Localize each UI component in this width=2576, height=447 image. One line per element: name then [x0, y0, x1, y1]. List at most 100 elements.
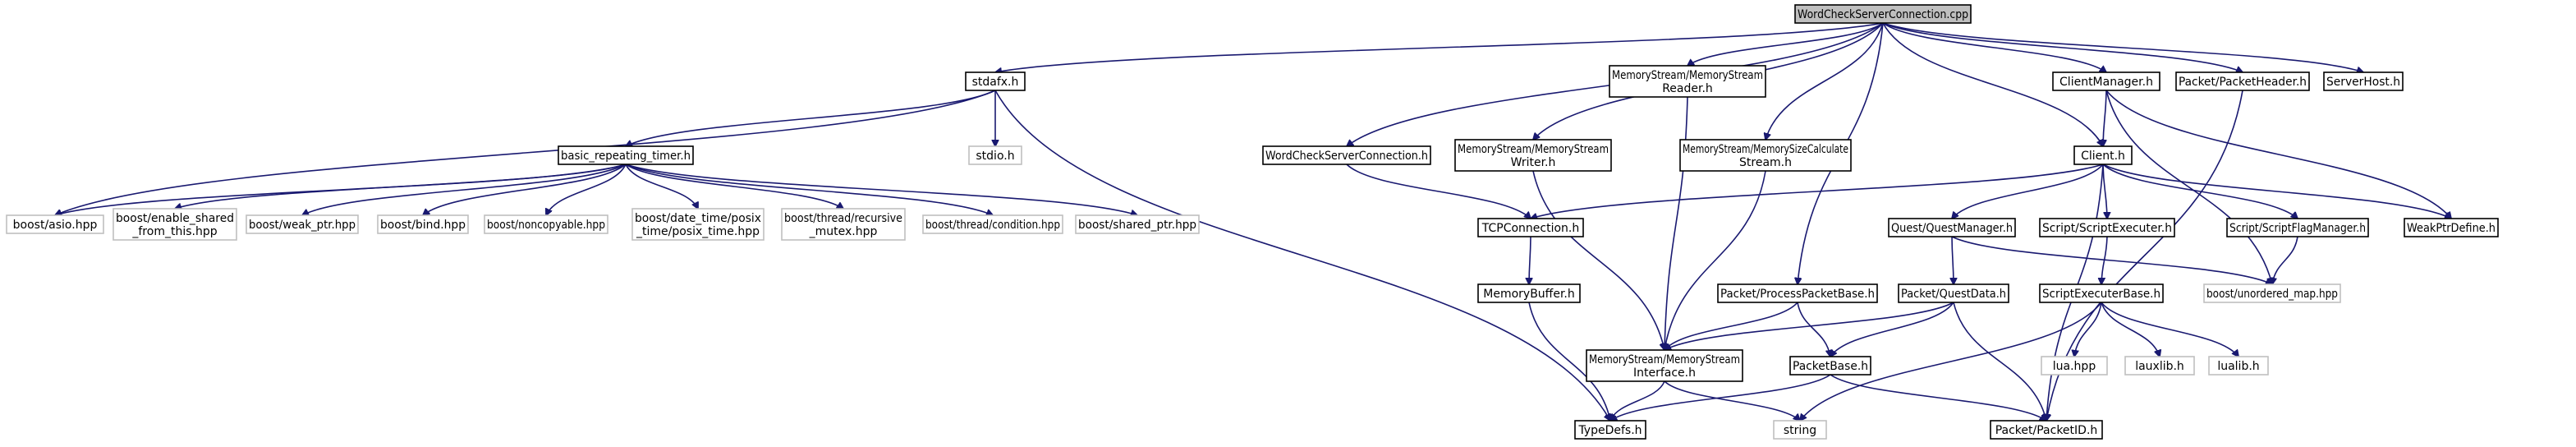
node-box-clientmgr[interactable]	[2052, 71, 2160, 91]
node-label-wcsc_h-0: WordCheckServerConnection.h	[1265, 150, 1428, 163]
edge-brt-to-bind	[423, 164, 627, 215]
node-label-ms_writer-1: Writer.h	[1511, 156, 1556, 169]
node-label-noncopy-0: boost/noncopyable.hpp	[487, 219, 605, 232]
node-label-condition-0: boost/thread/condition.hpp	[925, 219, 1060, 232]
node-procpkt[interactable]: Packet/ProcessPacketBase.h	[1717, 283, 1878, 303]
node-box-root[interactable]	[1794, 4, 1972, 24]
node-box-pktbase[interactable]	[1789, 356, 1871, 376]
node-box-pkthdr[interactable]	[2175, 71, 2310, 91]
node-weakptrdef[interactable]: WeakPtrDefine.h	[2404, 218, 2499, 237]
node-stdafx[interactable]: stdafx.h	[965, 71, 1026, 91]
node-label-root-0: WordCheckServerConnection.cpp	[1798, 8, 1968, 21]
edge-seb-to-lauxlib	[2101, 302, 2160, 357]
node-pkthdr[interactable]: Packet/PacketHeader.h	[2175, 71, 2310, 91]
node-label-ms_reader-0: MemoryStream/MemoryStream	[1612, 69, 1763, 82]
edge-root-to-client	[1882, 22, 2103, 146]
edge-root-to-serverhost	[1882, 22, 2363, 72]
node-box-brt[interactable]	[558, 145, 694, 165]
edge-clientmgr-to-weakptrdef	[2105, 90, 2451, 219]
edge-root-to-clientmgr	[1882, 22, 2106, 72]
node-root[interactable]: WordCheckServerConnection.cpp	[1794, 4, 1972, 24]
node-clientmgr[interactable]: ClientManager.h	[2052, 71, 2160, 91]
edge-clientmgr-to-unordered	[2105, 90, 2272, 284]
node-questmgr[interactable]: Quest/QuestManager.h	[1888, 218, 2016, 237]
node-bind: boost/bind.hpp	[377, 214, 469, 234]
node-tcpconn[interactable]: TCPConnection.h	[1477, 218, 1584, 237]
node-label-bind-0: boost/bind.hpp	[380, 219, 466, 232]
edge-root-to-pkthdr	[1882, 22, 2243, 72]
node-label-stdio-0: stdio.h	[976, 150, 1014, 163]
edge-root-to-stdafx	[995, 22, 1884, 72]
node-unordered: boost/unordered_map.hpp	[2203, 283, 2341, 303]
node-seb[interactable]: ScriptExecuterBase.h	[2039, 283, 2164, 303]
node-label-questmgr-0: Quest/QuestManager.h	[1891, 222, 2013, 235]
node-box-ptime	[631, 208, 765, 241]
node-box-bind	[377, 214, 469, 234]
node-condition: boost/thread/condition.hpp	[922, 214, 1063, 234]
node-box-tcpconn[interactable]	[1477, 218, 1584, 237]
edge-questdata-to-ms_iface	[1665, 302, 1954, 350]
node-client[interactable]: Client.h	[2073, 145, 2133, 165]
node-pktbase[interactable]: PacketBase.h	[1789, 356, 1871, 376]
node-box-scriptflag[interactable]	[2226, 218, 2369, 237]
node-brt[interactable]: basic_repeating_timer.h	[558, 145, 694, 165]
node-scriptexec[interactable]: Script/ScriptExecuter.h	[2039, 218, 2175, 237]
node-scriptflag[interactable]: Script/ScriptFlagManager.h	[2226, 218, 2369, 237]
node-label-brt-0: basic_repeating_timer.h	[561, 150, 691, 163]
node-questdata[interactable]: Packet/QuestData.h	[1898, 283, 2009, 303]
edge-layer	[55, 22, 2451, 421]
edge-brt-to-condition	[625, 164, 993, 215]
node-lua: lua.hpp	[2041, 356, 2108, 376]
edge-procpkt-to-ms_iface	[1665, 302, 1798, 350]
node-label-lualib-0: lualib.h	[2217, 360, 2259, 373]
node-box-stdafx[interactable]	[965, 71, 1026, 91]
node-label-client-0: Client.h	[2081, 150, 2125, 163]
node-box-seb[interactable]	[2039, 283, 2164, 303]
node-box-lualib	[2208, 356, 2269, 376]
edge-pktbase-to-pktid	[1830, 374, 2046, 421]
node-label-esft-0: boost/enable_shared	[116, 212, 234, 225]
node-stdio: stdio.h	[968, 145, 1022, 165]
node-pktid[interactable]: Packet/PacketID.h	[1990, 420, 2103, 440]
node-box-scriptexec[interactable]	[2039, 218, 2175, 237]
node-box-procpkt[interactable]	[1717, 283, 1878, 303]
node-label-typedefs-0: TypeDefs.h	[1577, 424, 1642, 437]
node-box-questdata[interactable]	[1898, 283, 2009, 303]
node-typedefs[interactable]: TypeDefs.h	[1574, 420, 1646, 440]
edge-questmgr-to-questdata	[1952, 236, 1954, 284]
edge-root-to-ms_reader	[1687, 22, 1884, 66]
node-label-recmutex-1: _mutex.hpp	[809, 225, 878, 238]
edge-questdata-to-pktid	[1953, 302, 2046, 421]
node-membuf[interactable]: MemoryBuffer.h	[1477, 283, 1581, 303]
edge-stdafx-to-typedefs	[994, 90, 1610, 421]
edge-ms_iface-to-string	[1664, 380, 1800, 421]
node-box-ms_writer[interactable]	[1454, 139, 1612, 172]
node-box-client[interactable]	[2073, 145, 2133, 165]
node-box-typedefs[interactable]	[1574, 420, 1646, 440]
node-label-weakptrdef-0: WeakPtrDefine.h	[2407, 222, 2496, 235]
node-serverhost[interactable]: ServerHost.h	[2323, 71, 2404, 91]
node-box-weakptrdef[interactable]	[2404, 218, 2499, 237]
node-label-pktbase-0: PacketBase.h	[1793, 360, 1868, 373]
node-label-ptime-0: boost/date_time/posix	[635, 212, 761, 225]
node-box-ms_reader[interactable]	[1609, 65, 1766, 98]
edge-scriptexec-to-seb	[2101, 236, 2108, 284]
node-label-esft-1: _from_this.hpp	[131, 225, 217, 238]
node-box-membuf[interactable]	[1477, 283, 1581, 303]
node-box-wcsc_h[interactable]	[1262, 145, 1431, 165]
node-box-serverhost[interactable]	[2323, 71, 2404, 91]
node-recmutex: boost/thread/recursive_mutex.hpp	[781, 208, 906, 241]
node-wcsc_h[interactable]: WordCheckServerConnection.h	[1262, 145, 1431, 165]
edge-client-to-tcpconn	[1531, 164, 2104, 219]
node-box-pktid[interactable]	[1990, 420, 2103, 440]
node-box-questmgr[interactable]	[1888, 218, 2016, 237]
node-label-sharedptr-0: boost/shared_ptr.hpp	[1078, 219, 1196, 232]
node-box-ms_iface[interactable]	[1586, 349, 1743, 382]
node-box-ms_size[interactable]	[1679, 139, 1852, 172]
node-label-unordered-0: boost/unordered_map.hpp	[2206, 288, 2338, 301]
